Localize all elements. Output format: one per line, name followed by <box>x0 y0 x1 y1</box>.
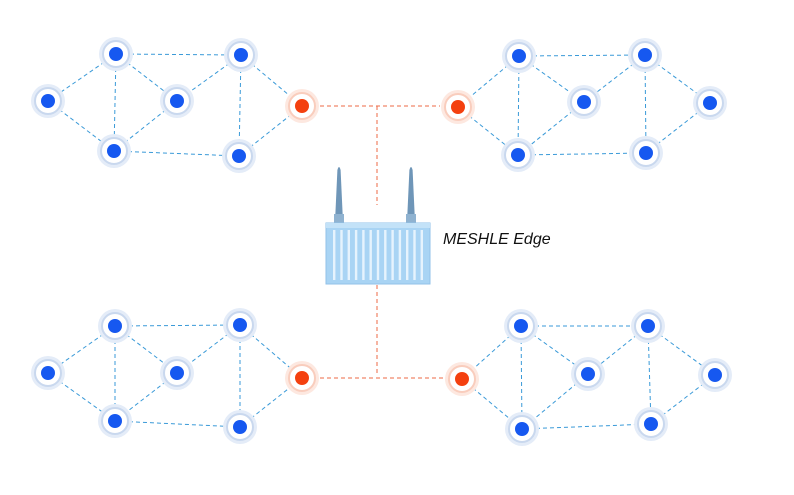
mesh-node <box>567 85 601 119</box>
mesh-node <box>502 39 536 73</box>
mesh-link-top-left <box>115 53 242 56</box>
mesh-node <box>629 136 663 170</box>
mesh-node <box>501 138 535 172</box>
mesh-link-bottom-left <box>114 420 241 428</box>
mesh-node <box>31 356 65 390</box>
mesh-node <box>99 37 133 71</box>
border-router-node <box>285 361 319 395</box>
mesh-link-top-left <box>113 150 240 157</box>
antenna-icon <box>406 167 416 223</box>
mesh-node <box>160 84 194 118</box>
mesh-node <box>98 309 132 343</box>
border-router-node <box>445 362 479 396</box>
mesh-link-bottom-right <box>521 423 652 430</box>
mesh-node <box>628 38 662 72</box>
antenna-icon <box>334 167 344 223</box>
mesh-node <box>224 38 258 72</box>
mesh-link-top-right <box>518 54 646 57</box>
border-router-node <box>285 89 319 123</box>
mesh-link-top-right <box>517 152 647 156</box>
mesh-node <box>31 84 65 118</box>
mesh-link-bottom-right <box>520 325 523 430</box>
mesh-node <box>631 309 665 343</box>
mesh-node <box>504 309 538 343</box>
mesh-node <box>634 407 668 441</box>
mesh-node <box>505 412 539 446</box>
mesh-node <box>160 356 194 390</box>
border-router-node <box>441 90 475 124</box>
mesh-node <box>223 410 257 444</box>
nodes-layer <box>31 37 732 446</box>
router-icon <box>325 167 431 285</box>
mesh-node <box>693 86 727 120</box>
mesh-node <box>223 308 257 342</box>
mesh-link-bottom-left <box>114 324 241 327</box>
mesh-node <box>98 404 132 438</box>
gateway-label: MESHLE Edge <box>443 231 551 248</box>
mesh-node <box>571 357 605 391</box>
mesh-node <box>698 358 732 392</box>
mesh-node <box>222 139 256 173</box>
mesh-node <box>97 134 131 168</box>
